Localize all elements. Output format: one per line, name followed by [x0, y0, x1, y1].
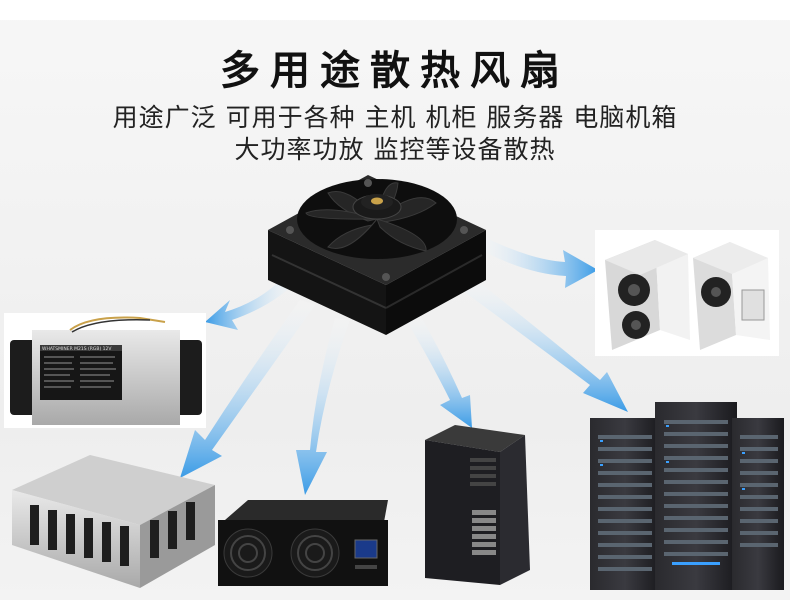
- miner-panel-header: WHATSMINER M21S (RGB) 12V: [42, 346, 112, 352]
- usage-line-2: 大功率功放 监控等设备散热: [234, 135, 556, 164]
- tower-server: [425, 425, 530, 585]
- rack-servers: [590, 402, 784, 590]
- airflow-arrows: [180, 235, 628, 495]
- arrow-to-mining-rig: [180, 300, 315, 478]
- arrow-to-antminers: [475, 235, 598, 288]
- usage-line-1: 用途广泛 可用于各种 主机 机柜 服务器 电脑机箱: [112, 103, 678, 132]
- page-title: 多用途散热风扇: [220, 48, 570, 94]
- whatsminer-device: WHATSMINER M21S (RGB) 12V: [4, 313, 206, 428]
- arrow-to-miner: [205, 270, 300, 330]
- mining-rig-chassis: [12, 455, 215, 588]
- arrow-to-tower-server: [405, 315, 472, 428]
- top-white-strip: [0, 0, 790, 20]
- power-amplifier: [218, 500, 388, 586]
- arrow-to-amplifier: [296, 318, 350, 495]
- arrow-to-rack-servers: [455, 275, 628, 412]
- antminer-devices: [595, 230, 779, 356]
- cooling-fan: [268, 175, 486, 335]
